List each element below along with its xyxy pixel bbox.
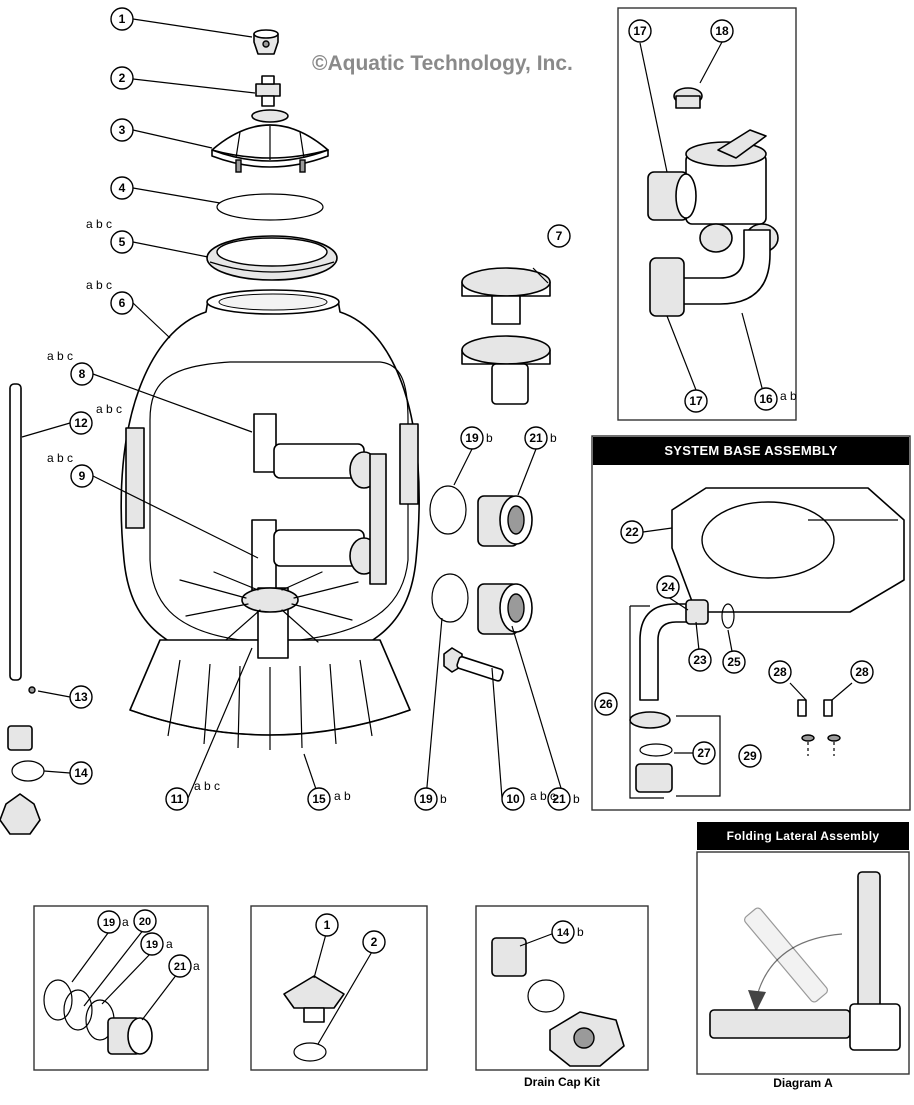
callout-5-sub: a b c xyxy=(86,217,112,231)
small-screw-part xyxy=(28,686,36,694)
kit-callout-20: 20 xyxy=(139,916,151,928)
clamp-band-part xyxy=(206,235,338,281)
callout-11-sub: a b c xyxy=(194,779,220,793)
filter-tank-part xyxy=(120,289,420,669)
lid-o-ring-part xyxy=(216,193,324,221)
diagram-a-caption: Diagram A xyxy=(773,1076,833,1090)
callout-2: 2 xyxy=(119,71,126,85)
callout-8-sub: a b c xyxy=(47,349,73,363)
callout-circles xyxy=(69,7,874,978)
callout-16: 16 xyxy=(759,392,773,406)
callout-10: 10 xyxy=(506,792,520,806)
drain-cap-kit-parts xyxy=(491,937,625,1067)
callout-9: 9 xyxy=(79,469,86,483)
callout-12: 12 xyxy=(74,416,88,430)
callout-4: 4 xyxy=(119,181,126,195)
callout-21-bottom-sub: b xyxy=(573,792,580,806)
air-relief-pipe-part xyxy=(9,383,22,681)
callout-23: 23 xyxy=(693,653,707,667)
callout-15: 15 xyxy=(312,792,326,806)
bolt-part xyxy=(443,647,504,682)
system-base-assembly-header: SYSTEM BASE ASSEMBLY xyxy=(593,437,909,465)
union-kit-frame xyxy=(33,905,209,1071)
union-gaskets-part xyxy=(429,485,533,635)
kit-callout-19a-second-sub: a xyxy=(166,937,173,951)
kit-callout-19a-first-sub: a xyxy=(122,915,129,929)
callout-26: 26 xyxy=(599,697,613,711)
callout-8: 8 xyxy=(79,367,86,381)
callout-19-top: 19 xyxy=(465,431,479,445)
base-screws-part xyxy=(797,699,841,756)
callout-21-top-sub: b xyxy=(550,431,557,445)
kit-callout-19a-second: 19 xyxy=(146,939,158,951)
kit-callout-1: 1 xyxy=(324,918,331,932)
tank-base-part xyxy=(129,639,411,750)
kit-callout-21a: 21 xyxy=(174,961,186,973)
callout-22: 22 xyxy=(625,525,639,539)
callout-25: 25 xyxy=(727,655,741,669)
union-kit-parts xyxy=(43,979,153,1055)
callout-3: 3 xyxy=(119,123,126,137)
callout-17-bottom: 17 xyxy=(689,394,703,408)
callout-5: 5 xyxy=(119,235,126,249)
drain-elbow-part xyxy=(629,599,735,793)
bracket-lines xyxy=(629,605,721,799)
callout-6-sub: a b c xyxy=(86,278,112,292)
folding-lateral-assembly-header: Folding Lateral Assembly xyxy=(697,822,909,850)
folding-lateral-parts xyxy=(709,871,901,1051)
callout-21-top: 21 xyxy=(529,431,543,445)
callout-7: 7 xyxy=(556,229,563,243)
callout-15-sub: a b xyxy=(334,789,351,803)
drain-cap-kit-caption: Drain Cap Kit xyxy=(523,1075,600,1089)
kit-callout-2: 2 xyxy=(371,935,378,949)
filter-lid-part xyxy=(211,109,329,173)
callout-27: 27 xyxy=(697,746,711,760)
callout-29: 29 xyxy=(743,749,757,763)
valve-cap-kit-frame xyxy=(250,905,428,1071)
callout-6: 6 xyxy=(119,296,126,310)
callout-10-sub: a b c xyxy=(530,789,556,803)
callout-17-top: 17 xyxy=(633,24,647,38)
callout-labels: 1 2 3 4 5 a b c 6 a b c 7 8 a b c 9 a b … xyxy=(47,12,869,973)
callout-28-left: 28 xyxy=(773,665,787,679)
internal-pipes-part xyxy=(251,413,387,659)
callout-18: 18 xyxy=(715,24,729,38)
callout-11: 11 xyxy=(171,792,184,806)
kit-callout-19a-first: 19 xyxy=(103,917,115,929)
gauge-adapter-part xyxy=(255,75,281,107)
valve-cap-kit-parts xyxy=(283,975,345,1062)
drain-cap-part xyxy=(0,725,45,835)
air-relief-part xyxy=(253,29,279,55)
callout-12-sub: a b c xyxy=(96,402,122,416)
callout-13: 13 xyxy=(74,690,88,704)
diffuser-part xyxy=(461,267,551,405)
kit-callout-14b-sub: b xyxy=(577,925,584,939)
callout-9-sub: a b c xyxy=(47,451,73,465)
callout-19-bottom: 19 xyxy=(419,792,433,806)
copyright-notice: ©Aquatic Technology, Inc. xyxy=(312,52,573,75)
multiport-valve-part xyxy=(647,87,779,317)
lateral-hub-part xyxy=(179,571,359,643)
callout-16-sub: a b xyxy=(780,389,797,403)
callout-14: 14 xyxy=(74,766,88,780)
callout-1: 1 xyxy=(119,12,126,26)
kit-callout-21a-sub: a xyxy=(193,959,200,973)
callout-19-bottom-sub: b xyxy=(440,792,447,806)
callout-28-right: 28 xyxy=(855,665,869,679)
base-plate-part xyxy=(671,487,905,613)
callout-24: 24 xyxy=(661,580,675,594)
callout-19-top-sub: b xyxy=(486,431,493,445)
callout-21-bottom: 21 xyxy=(552,792,566,806)
kit-callout-14b: 14 xyxy=(557,927,570,939)
leader-lines xyxy=(21,18,853,1045)
